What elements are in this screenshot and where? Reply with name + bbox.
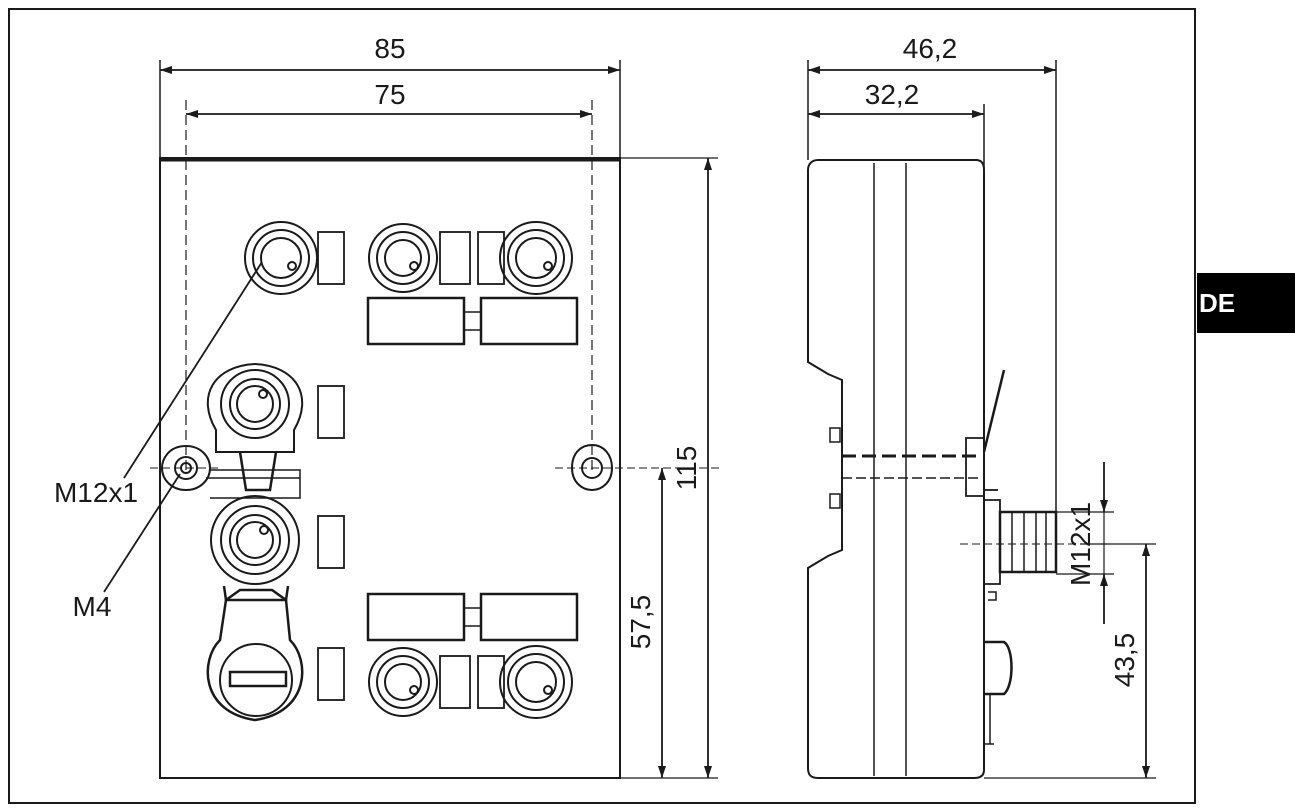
label-screw: M4 (73, 591, 112, 622)
label-thread-front: M12x1 (54, 477, 138, 508)
side-cap (984, 640, 1013, 745)
side-connector (984, 499, 1058, 601)
drawing-frame (8, 8, 1196, 804)
cap-strap (206, 469, 301, 499)
dim-width-holes: 75 (374, 79, 405, 110)
label-thread-side: M12x1 (1065, 502, 1096, 586)
front-view (103, 60, 720, 779)
connector-left-upper (206, 362, 345, 492)
dim-connector-height: 43,5 (1109, 633, 1140, 688)
leader-thread-front (123, 261, 263, 479)
side-view (807, 159, 1080, 779)
connector-left-lower (210, 495, 345, 602)
dim-height-mount: 57,5 (625, 595, 656, 650)
language-tab: DE (1197, 273, 1295, 333)
side-housing (807, 159, 985, 779)
protective-cap (206, 588, 345, 722)
connector-top-left (244, 221, 345, 295)
side-dimensions (807, 60, 1156, 779)
dim-height-total: 115 (671, 446, 702, 491)
mounting-clip (965, 369, 1006, 497)
label-fields-bottom (366, 592, 579, 642)
connector-top-middle (368, 223, 471, 293)
connector-bottom-right (477, 645, 573, 719)
front-dimensions (160, 66, 718, 779)
leader-screw (103, 473, 181, 593)
connector-top-right (477, 221, 573, 295)
dim-depth-body: 32,2 (865, 79, 920, 110)
dim-depth-total: 46,2 (903, 33, 958, 64)
dim-width-outer: 85 (374, 33, 405, 64)
connector-bottom-middle (368, 647, 471, 717)
label-fields-top (366, 296, 579, 346)
